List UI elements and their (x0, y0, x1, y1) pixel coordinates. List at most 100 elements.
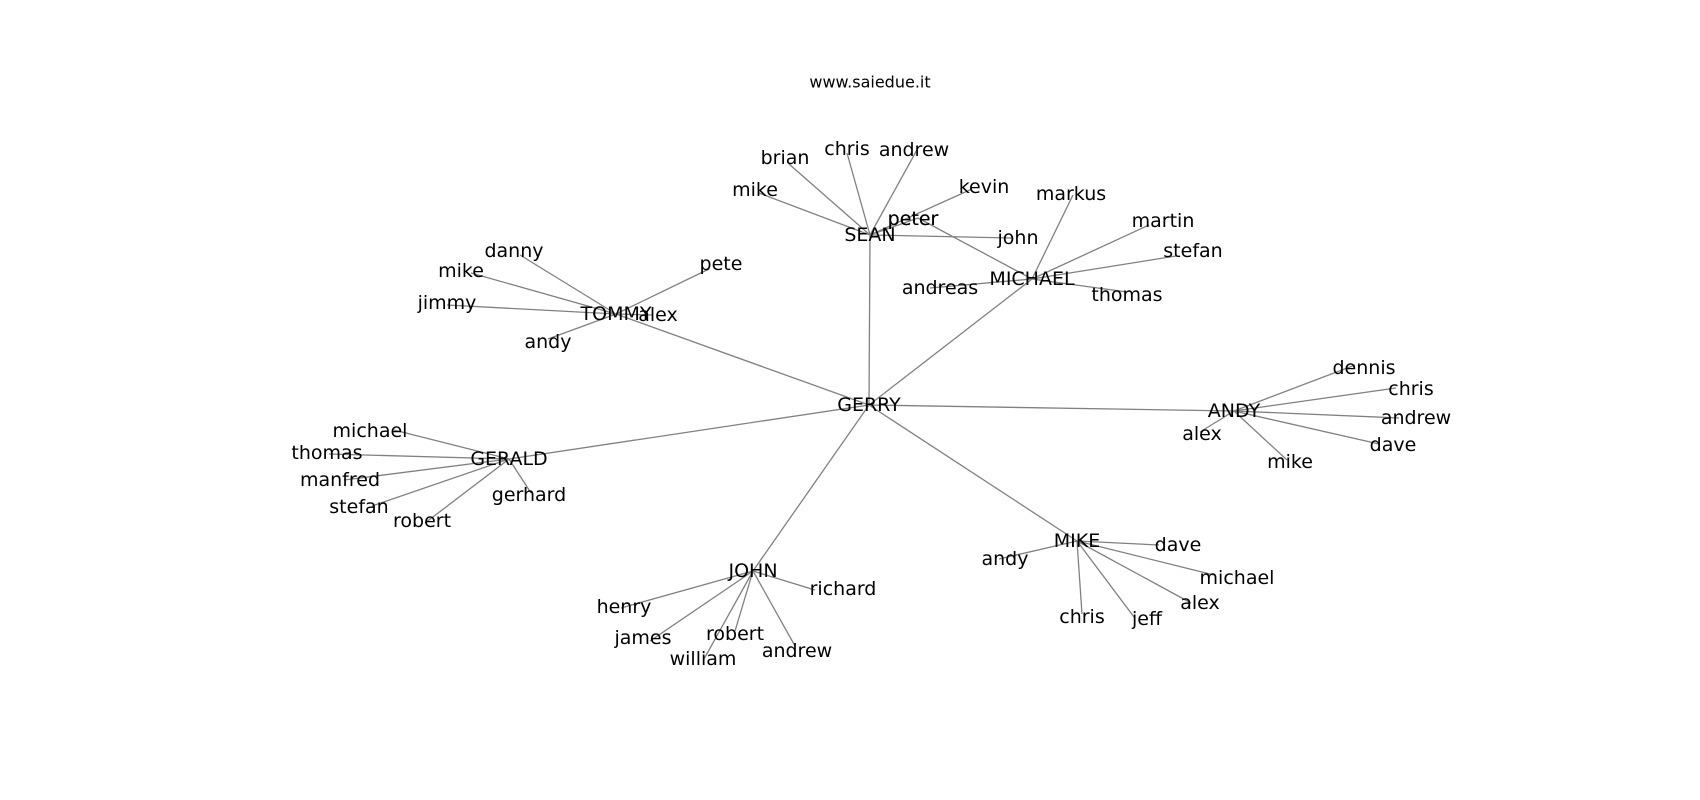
node-tommy-jimmy: jimmy (417, 292, 477, 314)
node-mike-dave: dave (1155, 534, 1202, 556)
edges-layer (328, 147, 1400, 660)
node-mike-jeff: jeff (1131, 608, 1163, 630)
node-mike-andy: andy (982, 548, 1029, 570)
node-john-andrew: andrew (762, 640, 832, 662)
edge-center-michael (868, 278, 1033, 406)
node-mike-alex: alex (1180, 592, 1220, 614)
node-michael-markus: markus (1036, 183, 1106, 205)
node-gerald-gerhard: gerhard (492, 484, 566, 506)
edge-mike-dave (1076, 540, 1160, 546)
node-sean-chris: chris (824, 138, 869, 160)
edge-tommy-danny (519, 254, 617, 315)
edge-gerald-thomas (328, 453, 510, 460)
edge-andy-andrew (1233, 410, 1400, 419)
edge-tommy-jimmy (446, 304, 617, 315)
edge-andy-mike (1233, 410, 1288, 461)
node-sean-kevin: kevin (959, 176, 1010, 198)
node-gerald-manfred: manfred (300, 469, 380, 491)
edge-tommy-mike (470, 272, 617, 315)
node-andy-andrew: andrew (1381, 407, 1451, 429)
node-andy-dave: dave (1370, 434, 1417, 456)
hub-node-andy: ANDY (1208, 400, 1261, 422)
edge-center-tommy (615, 313, 870, 406)
node-mike-chris: chris (1059, 606, 1104, 628)
node-michael-thomas: thomas (1091, 284, 1162, 306)
node-tommy-mike: mike (438, 260, 484, 282)
edge-gerald-robert (424, 458, 510, 524)
hub-node-sean: SEAN (844, 224, 895, 246)
node-sean-brian: brian (761, 147, 810, 169)
node-gerald-stefan: stefan (329, 496, 388, 518)
node-john-robert: robert (706, 623, 764, 645)
node-andy-dennis: dennis (1332, 357, 1395, 379)
edge-michael-peter (917, 217, 1033, 280)
edge-michael-martin (1031, 224, 1150, 280)
node-sean-john: john (997, 227, 1039, 249)
edge-center-john (752, 404, 870, 572)
edge-gerald-stefan (371, 458, 510, 507)
node-sean-andrew: andrew (879, 139, 949, 161)
edge-andy-dennis (1233, 364, 1356, 412)
edge-gerald-gerhard (508, 458, 532, 494)
edge-michael-markus (1031, 194, 1074, 280)
edge-john-william (703, 570, 754, 660)
node-andy-mike: mike (1267, 451, 1313, 473)
edge-mike-alex (1076, 540, 1192, 604)
edge-center-sean (868, 234, 871, 406)
edge-mike-chris (1076, 540, 1083, 615)
edge-tommy-andy (547, 313, 617, 340)
edge-tommy-pete (615, 268, 710, 315)
node-mike-michael: michael (1200, 567, 1275, 589)
hub-node-michael: MICHAEL (989, 268, 1075, 290)
node-tommy-danny: danny (484, 240, 543, 262)
node-michael-andreas: andreas (902, 277, 978, 299)
edge-mike-jeff (1076, 540, 1135, 618)
edge-andy-dave (1233, 410, 1380, 445)
edge-center-andy (868, 404, 1235, 412)
node-gerald-michael: michael (333, 420, 408, 442)
node-andy-chris: chris (1388, 378, 1433, 400)
node-labels-layer: brian chris andrew mike kevin peter john markus… (291, 138, 1451, 670)
edge-andy-chris (1233, 387, 1397, 412)
center-node-gerry: GERRY (837, 394, 901, 416)
edge-john-henry (620, 570, 754, 609)
edge-sean-andrew (869, 147, 919, 236)
node-tommy-pete: pete (700, 253, 743, 275)
node-sean-peter: peter (888, 208, 939, 230)
edge-john-andrew (752, 570, 796, 647)
hub-node-tommy: TOMMY (580, 303, 652, 325)
edge-sean-peter (869, 217, 919, 236)
edge-michael-stefan (1031, 255, 1177, 280)
hub-node-john: JOHN (727, 560, 777, 582)
node-gerald-thomas: thomas (291, 442, 362, 464)
edge-john-richard (752, 570, 816, 591)
node-michael-stefan: stefan (1163, 240, 1222, 262)
hub-node-mike: MIKE (1054, 530, 1100, 552)
edge-sean-john (869, 234, 1013, 239)
node-john-henry: henry (597, 596, 652, 618)
node-tommy-alex: alex (638, 304, 678, 326)
edge-center-mike (868, 404, 1078, 542)
edge-michael-thomas (1031, 278, 1128, 293)
node-sean-mike: mike (732, 179, 778, 201)
edge-sean-kevin (869, 188, 973, 236)
node-john-william: william (670, 648, 737, 670)
edge-sean-chris (846, 152, 871, 236)
edge-john-james (649, 570, 754, 642)
edge-gerald-manfred (343, 458, 510, 481)
node-john-james: james (613, 627, 671, 649)
edge-andy-alex (1199, 410, 1235, 433)
edge-mike-andy (998, 540, 1078, 560)
node-john-richard: richard (810, 578, 877, 600)
edge-center-gerald (508, 404, 870, 460)
node-gerald-robert: robert (393, 510, 451, 532)
node-michael-peter: peter (888, 208, 939, 230)
edge-sean-brian (788, 163, 871, 236)
node-andy-alex: alex (1182, 423, 1222, 445)
site-url-label: www.saiedue.it (809, 73, 930, 92)
hub-node-gerald: GERALD (470, 448, 547, 470)
edge-michael-andreas (929, 278, 1033, 289)
edge-gerald-michael (393, 429, 510, 460)
node-tommy-andy: andy (525, 331, 572, 353)
